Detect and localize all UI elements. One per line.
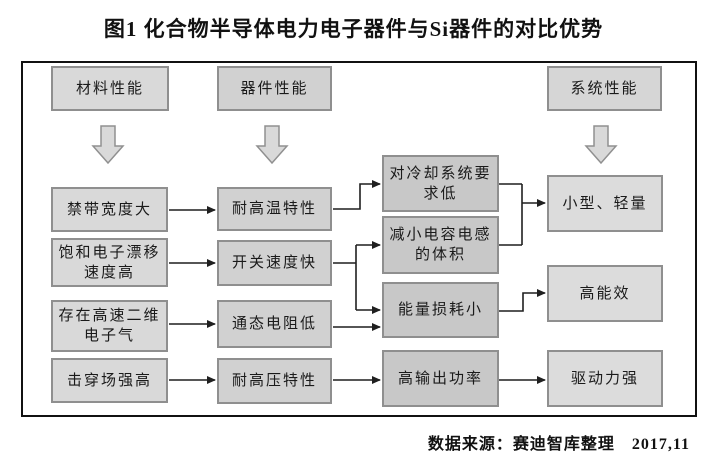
node-high-voltage: 耐高压特性 — [217, 358, 332, 404]
header-device-performance: 器件性能 — [217, 66, 332, 111]
down-block-arrow-device — [255, 125, 289, 165]
header-system-performance: 系统性能 — [547, 66, 662, 111]
down-block-arrow-material — [91, 125, 125, 165]
node-switching-speed: 开关速度快 — [217, 240, 332, 286]
node-drift-velocity: 饱和电子漂移 速度高 — [51, 238, 168, 287]
figure-title: 图1 化合物半导体电力电子器件与Si器件的对比优势 — [103, 17, 604, 41]
node-cooling-demand: 对冷却系统要 求低 — [382, 155, 499, 212]
node-on-resistance: 通态电阻低 — [217, 300, 332, 348]
node-bandgap: 禁带宽度大 — [51, 187, 168, 232]
down-block-arrow-system — [584, 125, 618, 165]
node-high-temp: 耐高温特性 — [217, 187, 332, 231]
node-smaller-passives: 减小电容电感 的体积 — [382, 216, 499, 274]
node-output-power: 高输出功率 — [382, 350, 499, 407]
node-energy-loss: 能量损耗小 — [382, 282, 499, 338]
source-note: 数据来源：赛迪智库整理 2017,11 — [427, 436, 690, 453]
node-two-deg: 存在高速二维 电子气 — [51, 300, 168, 352]
node-strong-drive: 驱动力强 — [547, 350, 663, 407]
node-compact-light: 小型、轻量 — [547, 175, 663, 232]
node-breakdown-field: 击穿场强高 — [51, 358, 168, 403]
node-high-efficiency: 高能效 — [547, 265, 663, 322]
header-material-performance: 材料性能 — [51, 66, 169, 111]
connector-group — [169, 180, 546, 384]
